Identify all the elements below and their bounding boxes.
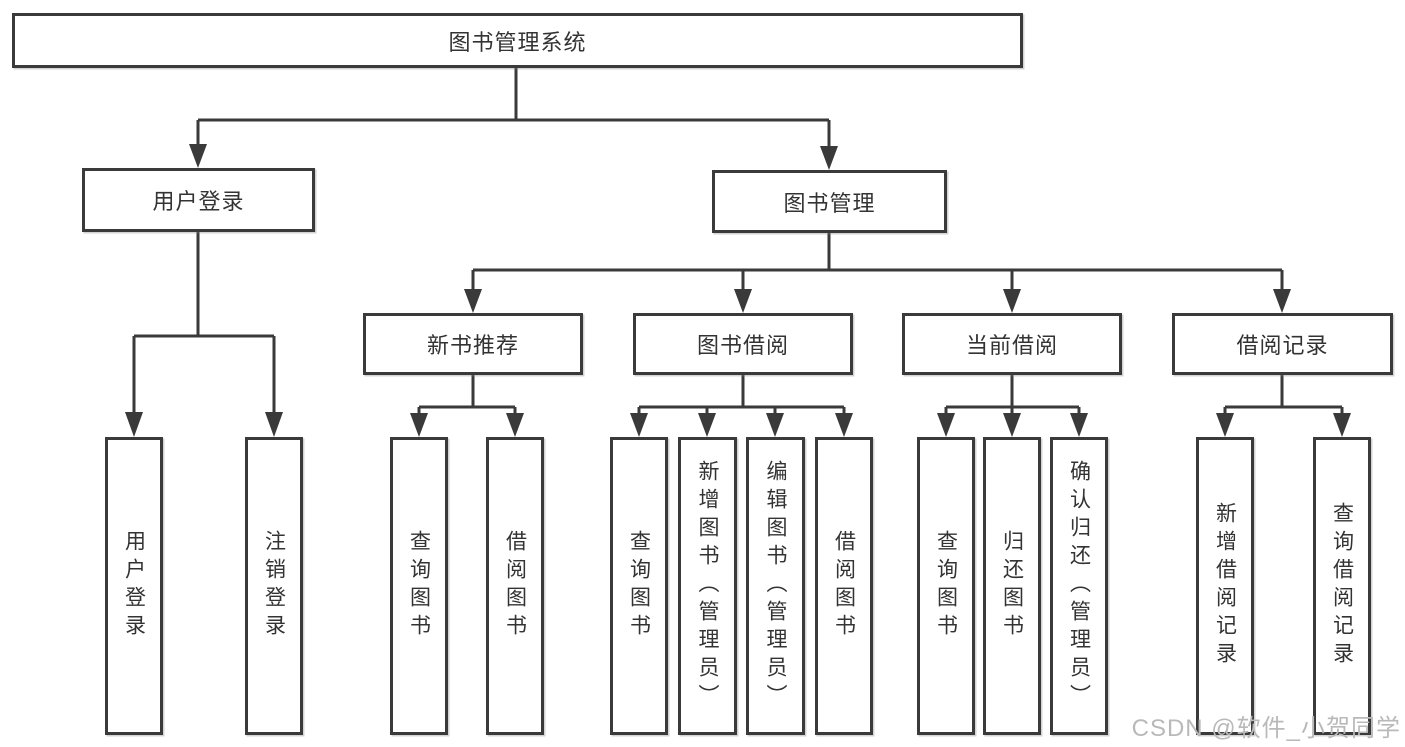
csdn-watermark: CSDN @软件_小贺同学: [1131, 715, 1401, 742]
leaf-edit-books-admin: 编辑图书（管理员）: [746, 437, 805, 735]
leaf-borrow-books-recommend: 借阅图书: [486, 437, 544, 735]
leaf-edit-books-admin-label: 编辑图书（管理员）: [764, 460, 787, 712]
node-new-book-recommendation-label: 新书推荐: [426, 333, 519, 358]
leaf-return-books: 归还图书: [983, 437, 1041, 735]
node-new-book-recommendation: 新书推荐: [363, 313, 583, 375]
leaf-query-books-borrowing-label: 查询图书: [627, 530, 651, 642]
leaf-add-books-admin: 新增图书（管理员）: [678, 437, 737, 735]
node-user-login: 用户登录: [82, 168, 315, 232]
leaf-add-borrow-record-label: 新增借阅记录: [1213, 502, 1237, 670]
leaf-logout-login: 注销登录: [245, 437, 303, 735]
leaf-logout-login-label: 注销登录: [262, 530, 286, 642]
leaf-confirm-return-admin-label: 确认归还（管理员）: [1067, 460, 1091, 712]
leaf-confirm-return-admin: 确认归还（管理员）: [1050, 437, 1108, 735]
leaf-borrow-books-recommend-label: 借阅图书: [503, 530, 527, 642]
leaf-user-login-label: 用户登录: [122, 530, 146, 642]
leaf-query-books-current-label: 查询图书: [934, 530, 958, 642]
leaf-borrow-books-borrowing-label: 借阅图书: [832, 530, 856, 642]
node-current-borrowing-label: 当前借阅: [965, 333, 1058, 358]
leaf-query-books-current: 查询图书: [917, 437, 975, 735]
leaf-add-books-admin-label: 新增图书（管理员）: [696, 460, 719, 712]
leaf-add-borrow-record: 新增借阅记录: [1196, 437, 1254, 735]
leaf-query-borrow-record-label: 查询借阅记录: [1330, 502, 1354, 670]
node-book-management: 图书管理: [712, 170, 947, 233]
node-library-system: 图书管理系统: [12, 13, 1023, 68]
leaf-query-books-recommend-label: 查询图书: [407, 530, 431, 642]
arrowheads: [125, 144, 1351, 437]
leaf-query-borrow-record: 查询借阅记录: [1313, 437, 1371, 735]
node-book-borrowing: 图书借阅: [633, 313, 853, 375]
node-library-system-label: 图书管理系统: [448, 29, 587, 55]
node-book-borrowing-label: 图书借阅: [696, 333, 789, 358]
leaf-user-login: 用户登录: [105, 437, 163, 735]
leaf-return-books-label: 归还图书: [1000, 530, 1024, 642]
node-user-login-label: 用户登录: [152, 189, 245, 214]
node-book-management-label: 图书管理: [783, 190, 876, 216]
node-current-borrowing: 当前借阅: [902, 313, 1122, 375]
leaf-borrow-books-borrowing: 借阅图书: [815, 437, 873, 735]
node-borrowing-records: 借阅记录: [1172, 313, 1393, 375]
leaf-query-books-borrowing: 查询图书: [610, 437, 668, 735]
node-borrowing-records-label: 借阅记录: [1236, 333, 1329, 358]
leaf-query-books-recommend: 查询图书: [390, 437, 448, 735]
connector-paths: [132, 68, 1344, 418]
